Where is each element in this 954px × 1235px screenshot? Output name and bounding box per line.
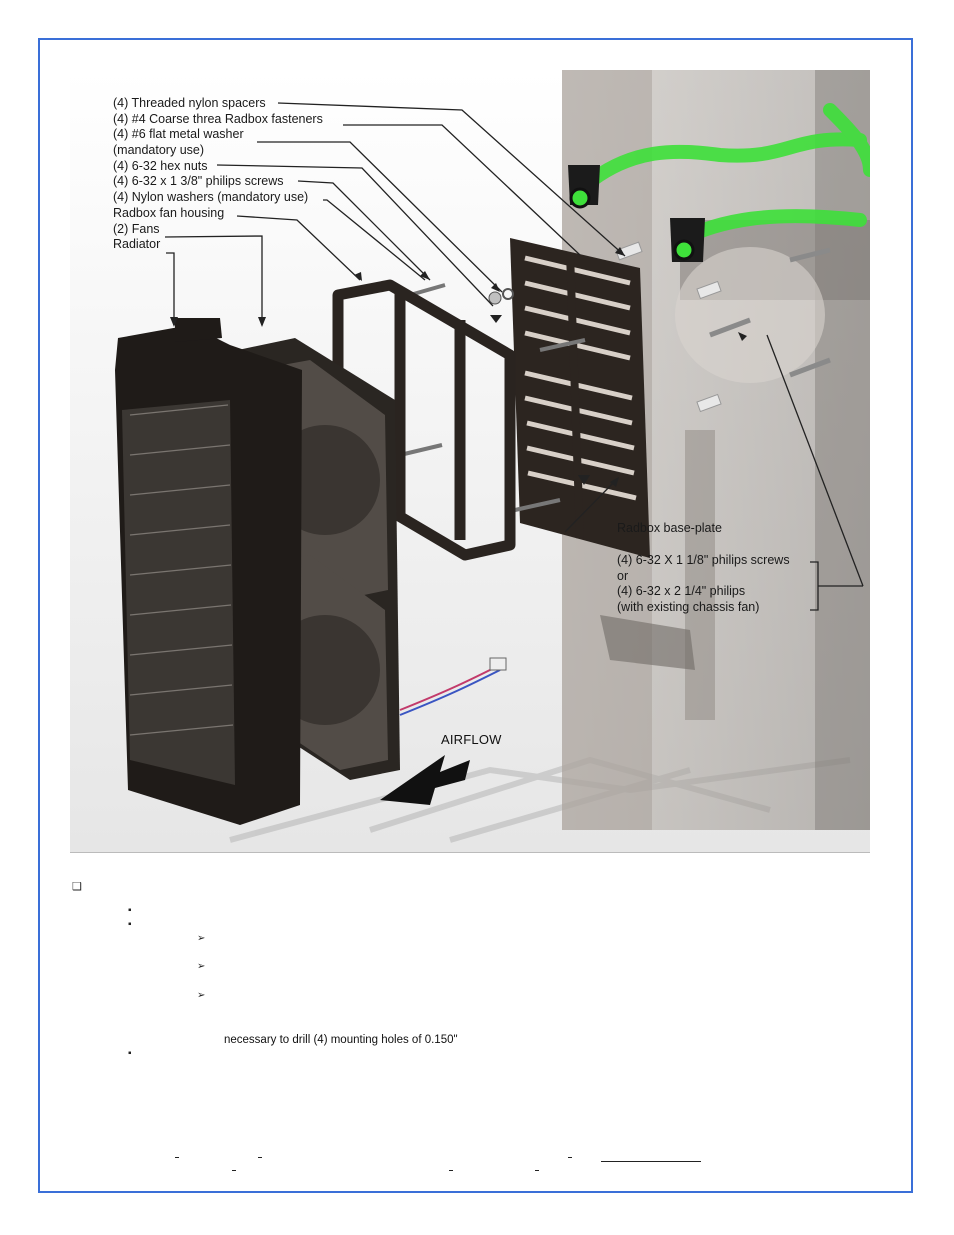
callout-screws-long: (4) 6-32 x 2 1/4" philips	[617, 584, 746, 599]
checkbox-bullet-icon: ❑	[72, 881, 82, 893]
callout-mandatory-use: (mandatory use)	[113, 143, 205, 158]
tube-fittings	[568, 165, 705, 262]
callout-base-plate: Radbox base-plate	[617, 521, 722, 535]
callout-nylon-washers: (4) Nylon washers (mandatory use)	[113, 190, 309, 205]
exploded-assembly-figure	[70, 70, 870, 853]
callout-nylon-spacers: (4) Threaded nylon spacers	[113, 96, 266, 110]
arrow-bullet-icon: ➢	[197, 990, 206, 1001]
page-frame	[38, 38, 913, 1193]
hardware-bits	[399, 241, 831, 512]
square-bullet-icon: ▪	[128, 905, 132, 916]
airflow-label: AIRFLOW	[441, 732, 502, 747]
chassis-screw-callouts: (4) 6-32 X 1 1/8" philips screws or (4) …	[617, 553, 790, 616]
text-fragment-dash	[175, 1157, 179, 1158]
callout-metal-washer: (4) #6 flat metal washer	[113, 127, 244, 142]
callout-existing-fan: (with existing chassis fan)	[617, 600, 760, 615]
callout-screws-short: (4) 6-32 X 1 1/8" philips screws	[617, 553, 790, 567]
radbox-base-plate	[510, 238, 650, 558]
leader-arrowheads	[170, 247, 747, 487]
callout-or: or	[617, 568, 629, 583]
assembly-drawing	[70, 70, 870, 852]
hyperlink-underline[interactable]	[601, 1161, 701, 1162]
radiator	[115, 318, 302, 825]
drill-hole-note: necessary to drill (4) mounting holes of…	[224, 1034, 458, 1046]
arrow-bullet-icon: ➢	[197, 933, 206, 944]
square-bullet-icon: ▪	[128, 1048, 132, 1059]
text-fragment-dash	[535, 1170, 539, 1171]
callout-philips-screws: (4) 6-32 x 1 3/8" philips screws	[113, 174, 284, 189]
leader-lines	[164, 102, 864, 611]
text-fragment-dash	[568, 1157, 572, 1158]
airflow-arrow	[380, 755, 470, 805]
callout-fan-housing: Radbox fan housing	[113, 205, 225, 220]
text-fragment-dash	[449, 1170, 453, 1171]
arrow-bullet-icon: ➢	[197, 961, 206, 972]
text-fragment-dash	[258, 1157, 262, 1158]
callout-hex-nuts: (4) 6-32 hex nuts	[113, 158, 208, 173]
callout-radiator: Radiator	[113, 237, 161, 252]
callout-fans: (2) Fans	[113, 221, 160, 236]
callout-radbox-fasteners: (4) #4 Coarse threa Radbox fasteners	[113, 111, 323, 126]
text-fragment-dash	[232, 1170, 236, 1171]
hardware-callouts: (4) Threaded nylon spacers (4) #4 Coarse…	[113, 96, 323, 253]
square-bullet-icon: ▪	[128, 919, 132, 930]
